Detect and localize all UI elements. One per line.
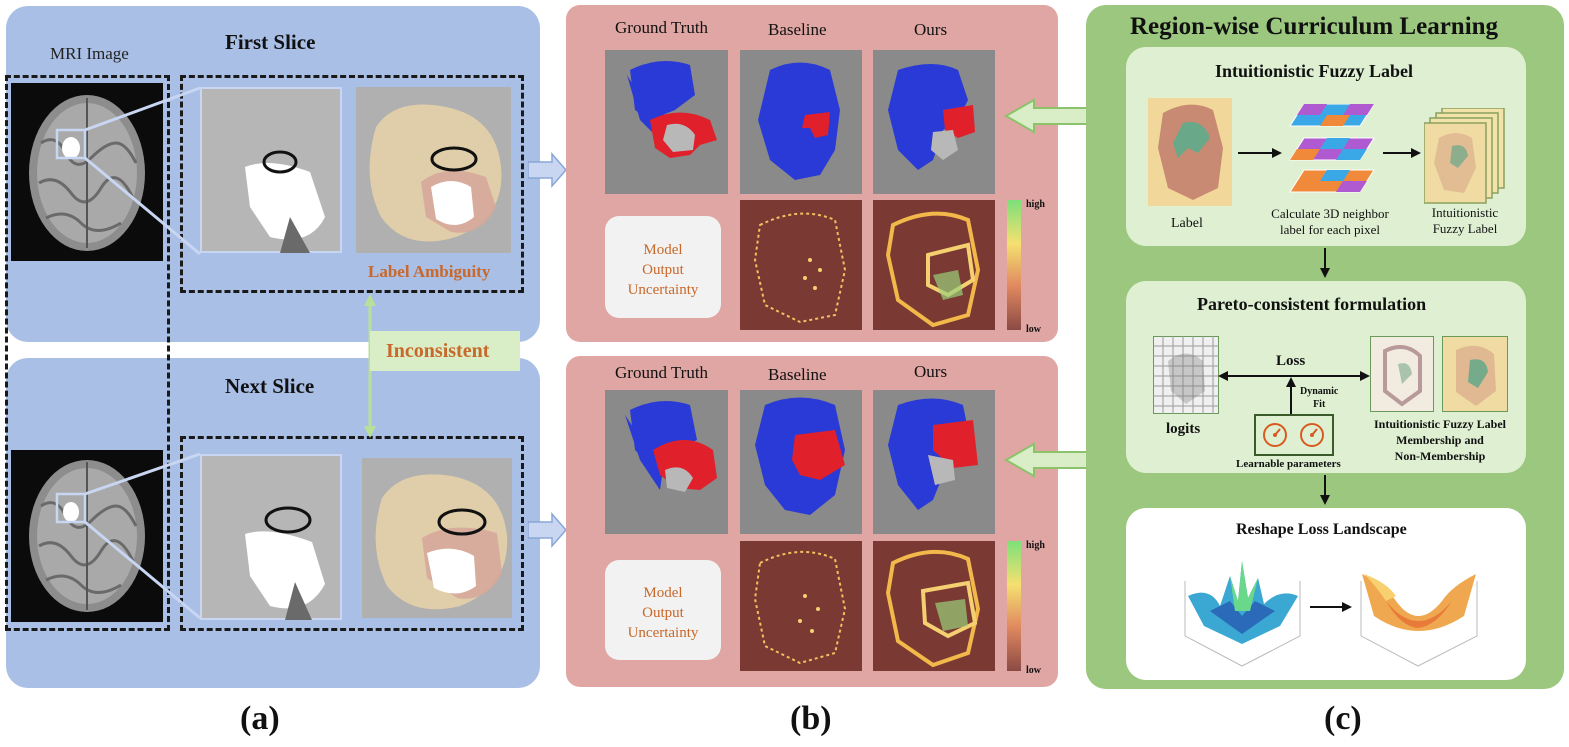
zoom-patch-bottom: [200, 454, 342, 620]
learnable-params-box: [1254, 414, 1334, 456]
label-map-image: [1148, 98, 1232, 206]
logits-image: [1153, 336, 1219, 414]
next-slice-zoom-outline: [180, 436, 524, 631]
arrow-label-to-grid: [1238, 148, 1282, 158]
pareto-title: Pareto-consistent formulation: [1197, 294, 1427, 314]
uncertainty-baseline-top: [740, 200, 862, 330]
panel-c-title: Region-wise Curriculum Learning: [1130, 13, 1499, 40]
arrow-c-to-b-bottom: [1004, 442, 1088, 478]
arrow-a-to-b-top: [528, 152, 567, 188]
mri-image-label: MRI Image: [50, 44, 129, 63]
col-ours-top: Ours: [914, 20, 948, 39]
dynamic-fit-label: Dynamic Fit: [1300, 386, 1339, 410]
fuzzy-label-title: Intuitionistic Fuzzy Label: [1215, 61, 1414, 81]
caption-b: (b): [790, 700, 832, 737]
uncertainty-label-top: Model Output Uncertainty: [627, 242, 699, 298]
uncertainty-box-top: [605, 216, 721, 318]
scale-high-top: high: [1026, 199, 1045, 210]
uncertainty-ours-top: [873, 200, 995, 330]
uncertainty-box-bottom: [605, 560, 721, 660]
label-ambiguity-text: Label Ambiguity: [368, 262, 491, 281]
seg-ground-truth-top: [605, 50, 728, 194]
scale-bar-top: [1007, 200, 1021, 330]
mri-brain-top: [11, 83, 163, 261]
col-ground-truth-top: Ground Truth: [615, 18, 709, 37]
caption-a: (a): [240, 700, 280, 737]
zoom-label-bottom: [362, 458, 512, 618]
zoom-connectors: [84, 86, 376, 620]
mri-brain-bottom: [11, 450, 163, 622]
label-caption: Label: [1171, 216, 1203, 231]
caption-c: (c): [1324, 700, 1362, 737]
loss-label: Loss: [1276, 353, 1306, 369]
seg-ground-truth-bottom: [605, 390, 728, 534]
col-ours-bottom: Ours: [914, 362, 948, 381]
membership-caption: Intuitionistic Fuzzy Label Membership an…: [1373, 417, 1506, 463]
loss-arrow: [1218, 371, 1370, 381]
logits-caption: logits: [1166, 421, 1201, 437]
fuzzy-label-caption: Intuitionistic Fuzzy Label: [1431, 205, 1499, 236]
scale-low-bottom: low: [1026, 665, 1041, 676]
arrow-a-to-b-bottom: [528, 512, 567, 548]
uncertainty-baseline-bottom: [740, 541, 862, 671]
first-slice-title: First Slice: [225, 30, 316, 54]
dial-icon-2: [1300, 423, 1324, 447]
col-ground-truth-bottom: Ground Truth: [615, 363, 709, 382]
zoom-patch-top: [200, 87, 342, 253]
arrow-grid-to-fuzzy: [1383, 148, 1421, 158]
learnable-params-caption: Learnable parameters: [1236, 458, 1341, 470]
dynamic-fit-arrow: [1286, 377, 1296, 417]
arrow-pareto-to-reshape: [1320, 475, 1330, 505]
reshape-title: Reshape Loss Landscape: [1236, 521, 1407, 538]
seg-baseline-bottom: [740, 390, 862, 534]
seg-ours-top: [873, 50, 995, 194]
col-baseline-bottom: Baseline: [768, 365, 827, 384]
seg-ours-bottom: [873, 390, 995, 534]
col-baseline-top: Baseline: [768, 20, 827, 39]
scale-high-bottom: high: [1026, 540, 1045, 551]
mri-column-outline: [5, 75, 170, 631]
rough-loss-landscape: [1184, 561, 1301, 667]
arrow-fuzzy-to-pareto: [1320, 248, 1330, 278]
fuzzy-label-stack: [1424, 108, 1505, 204]
inconsistent-text: Inconsistent: [386, 340, 490, 362]
uncertainty-ours-bottom: [873, 541, 995, 671]
next-slice-title: Next Slice: [225, 374, 315, 398]
zoom-label-top: [356, 87, 511, 253]
seg-baseline-top: [740, 50, 862, 194]
scale-bar-bottom: [1007, 541, 1021, 671]
arrow-c-to-b-top: [1004, 98, 1088, 134]
inconsistent-badge: [370, 331, 520, 371]
uncertainty-label-bottom: Model Output Uncertainty: [627, 585, 699, 641]
dial-icon-1: [1263, 423, 1287, 447]
neighbor-grid-icon: [1289, 104, 1375, 193]
non-membership-image: [1442, 336, 1508, 412]
calc-neighbor-caption: Calculate 3D neighbor label for each pix…: [1271, 206, 1389, 237]
membership-image: [1370, 336, 1434, 412]
scale-low-top: low: [1026, 324, 1041, 335]
first-slice-zoom-outline: [180, 75, 524, 293]
arrow-rough-to-smooth: [1310, 602, 1352, 612]
smooth-loss-landscape: [1360, 574, 1478, 667]
